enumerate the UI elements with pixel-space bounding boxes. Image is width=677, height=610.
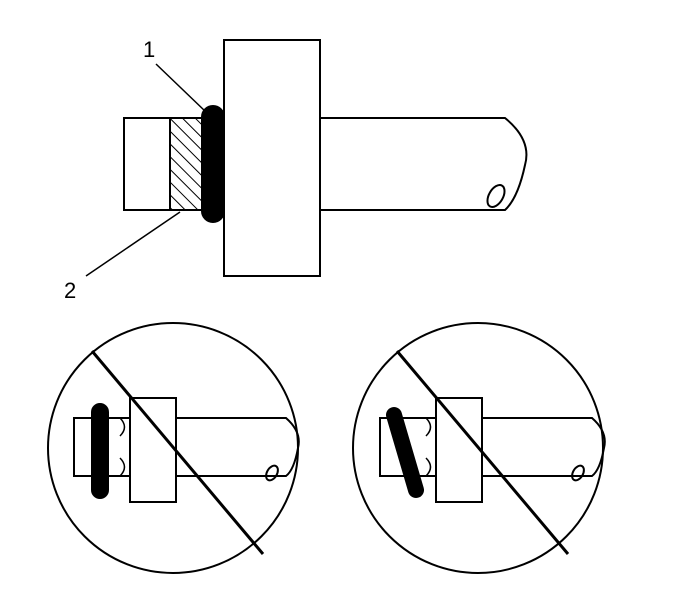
correct-installation-view [86, 40, 526, 276]
incorrect-installation-view-2 [353, 323, 605, 573]
tube-body [320, 118, 526, 210]
tube-pilot-end [124, 118, 170, 210]
fitting-block [130, 398, 176, 502]
o-ring-twisted [394, 415, 416, 490]
tube-groove [426, 418, 431, 476]
tube-groove [120, 418, 125, 476]
tube-end-hole [264, 464, 281, 483]
fitting-block [224, 40, 320, 276]
leader-line-1 [156, 64, 206, 112]
prohibition-slash [397, 351, 568, 554]
backup-ring [170, 118, 202, 210]
leader-line-2 [86, 212, 180, 276]
tube-end-hole [570, 464, 587, 483]
fitting-block [436, 398, 482, 502]
tube-body [176, 418, 299, 476]
callout-label-2: 2 [64, 278, 77, 303]
o-ring [92, 404, 108, 498]
prohibition-slash [92, 351, 263, 554]
callout-label-1: 1 [143, 37, 156, 62]
o-ring [202, 106, 224, 222]
tube-end-hole [484, 182, 508, 210]
incorrect-installation-view-1 [48, 323, 299, 573]
tube-body [482, 418, 605, 476]
